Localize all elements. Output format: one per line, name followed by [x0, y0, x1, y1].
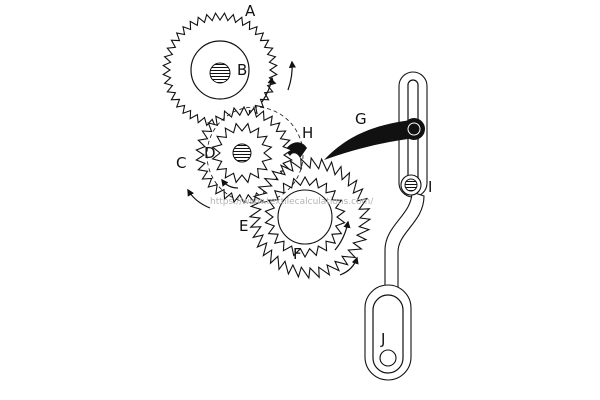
lever-crank	[384, 191, 425, 291]
arrow-gear-F	[334, 220, 351, 251]
label-J: J	[380, 330, 385, 348]
lever-lower-slot	[364, 284, 412, 381]
pivot-pin-J	[379, 349, 397, 367]
pawl-arm	[324, 120, 416, 160]
arrow-gear-D	[221, 178, 239, 189]
pin-I-hatch	[404, 178, 418, 192]
lever-lower-slot-inner	[372, 294, 404, 374]
shaft-B	[209, 62, 231, 84]
gear-F-hub	[277, 189, 333, 245]
shaft-D	[232, 143, 252, 163]
pawl-G	[324, 118, 425, 160]
label-E: E	[239, 217, 248, 235]
label-B: B	[237, 61, 247, 79]
check-pawl-H	[285, 142, 307, 158]
label-A: A	[245, 2, 256, 20]
label-G: G	[355, 110, 367, 128]
label-D: D	[204, 144, 216, 162]
arrow-gear-A-inner	[261, 76, 275, 103]
label-F: F	[293, 245, 302, 263]
label-C: C	[176, 154, 186, 172]
lever-arm	[364, 71, 428, 381]
arrow-ratchet-E	[339, 256, 359, 276]
arrow-gear-C	[187, 188, 211, 209]
rotation-arrows	[187, 60, 359, 276]
watermark-url: https://www.textilecalculations.com/	[210, 197, 374, 207]
label-H: H	[302, 124, 313, 142]
arrow-gear-A-outer	[287, 60, 297, 91]
pitch-circle	[206, 106, 304, 204]
pawl-pivot-hatch	[407, 122, 421, 136]
label-I: I	[428, 178, 432, 196]
gear-A-hub	[190, 40, 250, 100]
